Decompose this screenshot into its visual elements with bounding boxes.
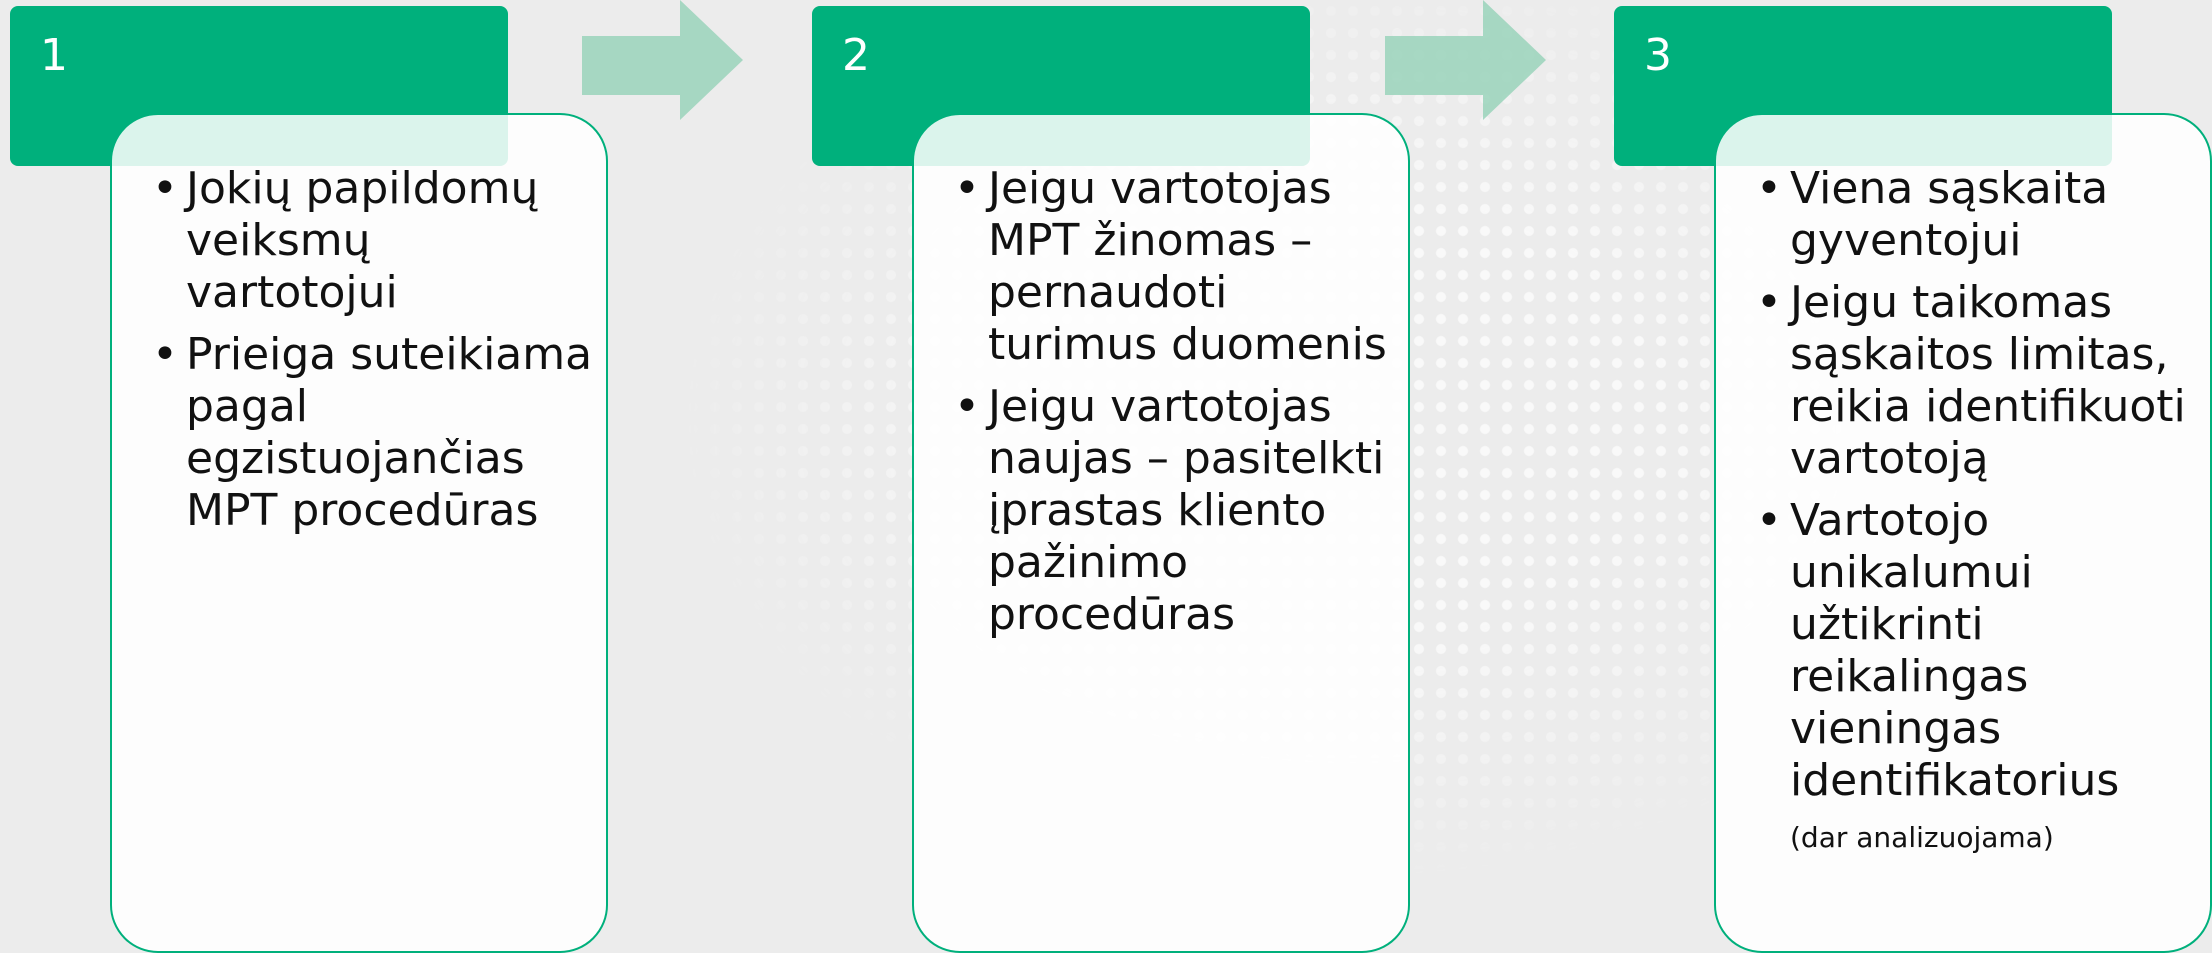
step-2-number: 2	[842, 30, 870, 81]
step-1-bullet-1: Jokių papildomų veiksmų vartotojui	[150, 163, 596, 319]
step-3-bullet-3: Vartotojo unikalumui užtikrinti reikalin…	[1754, 495, 2200, 859]
step-2-bullet-2: Jeigu vartotojas naujas – pasitelkti įpr…	[952, 381, 1398, 641]
step-2-bullet-1: Jeigu vartotojas MPT žinomas – pernaudot…	[952, 163, 1398, 371]
step-1-bullet-2: Prieiga suteikiama pagal egzistuojančias…	[150, 329, 596, 537]
step-3-bullet-3-text: Vartotojo unikalumui užtikrinti reikalin…	[1790, 495, 2120, 806]
right-arrow-icon	[582, 0, 743, 120]
step-1-number: 1	[40, 30, 68, 81]
right-arrow-icon	[1385, 0, 1546, 120]
step-3-card: Viena sąskaita gyventojui Jeigu taikomas…	[1714, 113, 2212, 953]
step-3-bullet-list: Viena sąskaita gyventojui Jeigu taikomas…	[1754, 163, 2200, 869]
step-3-bullet-2: Jeigu taikomas sąskaitos limitas, reikia…	[1754, 277, 2200, 485]
step-2-bullet-list: Jeigu vartotojas MPT žinomas – pernaudot…	[952, 163, 1398, 651]
step-3-bullet-1: Viena sąskaita gyventojui	[1754, 163, 2200, 267]
step-1-bullet-list: Jokių papildomų veiksmų vartotojui Priei…	[150, 163, 596, 547]
step-1-card: Jokių papildomų veiksmų vartotojui Priei…	[110, 113, 608, 953]
step-3-number: 3	[1644, 30, 1672, 81]
step-2-card: Jeigu vartotojas MPT žinomas – pernaudot…	[912, 113, 1410, 953]
step-3-note: (dar analizuojama)	[1790, 821, 2054, 854]
